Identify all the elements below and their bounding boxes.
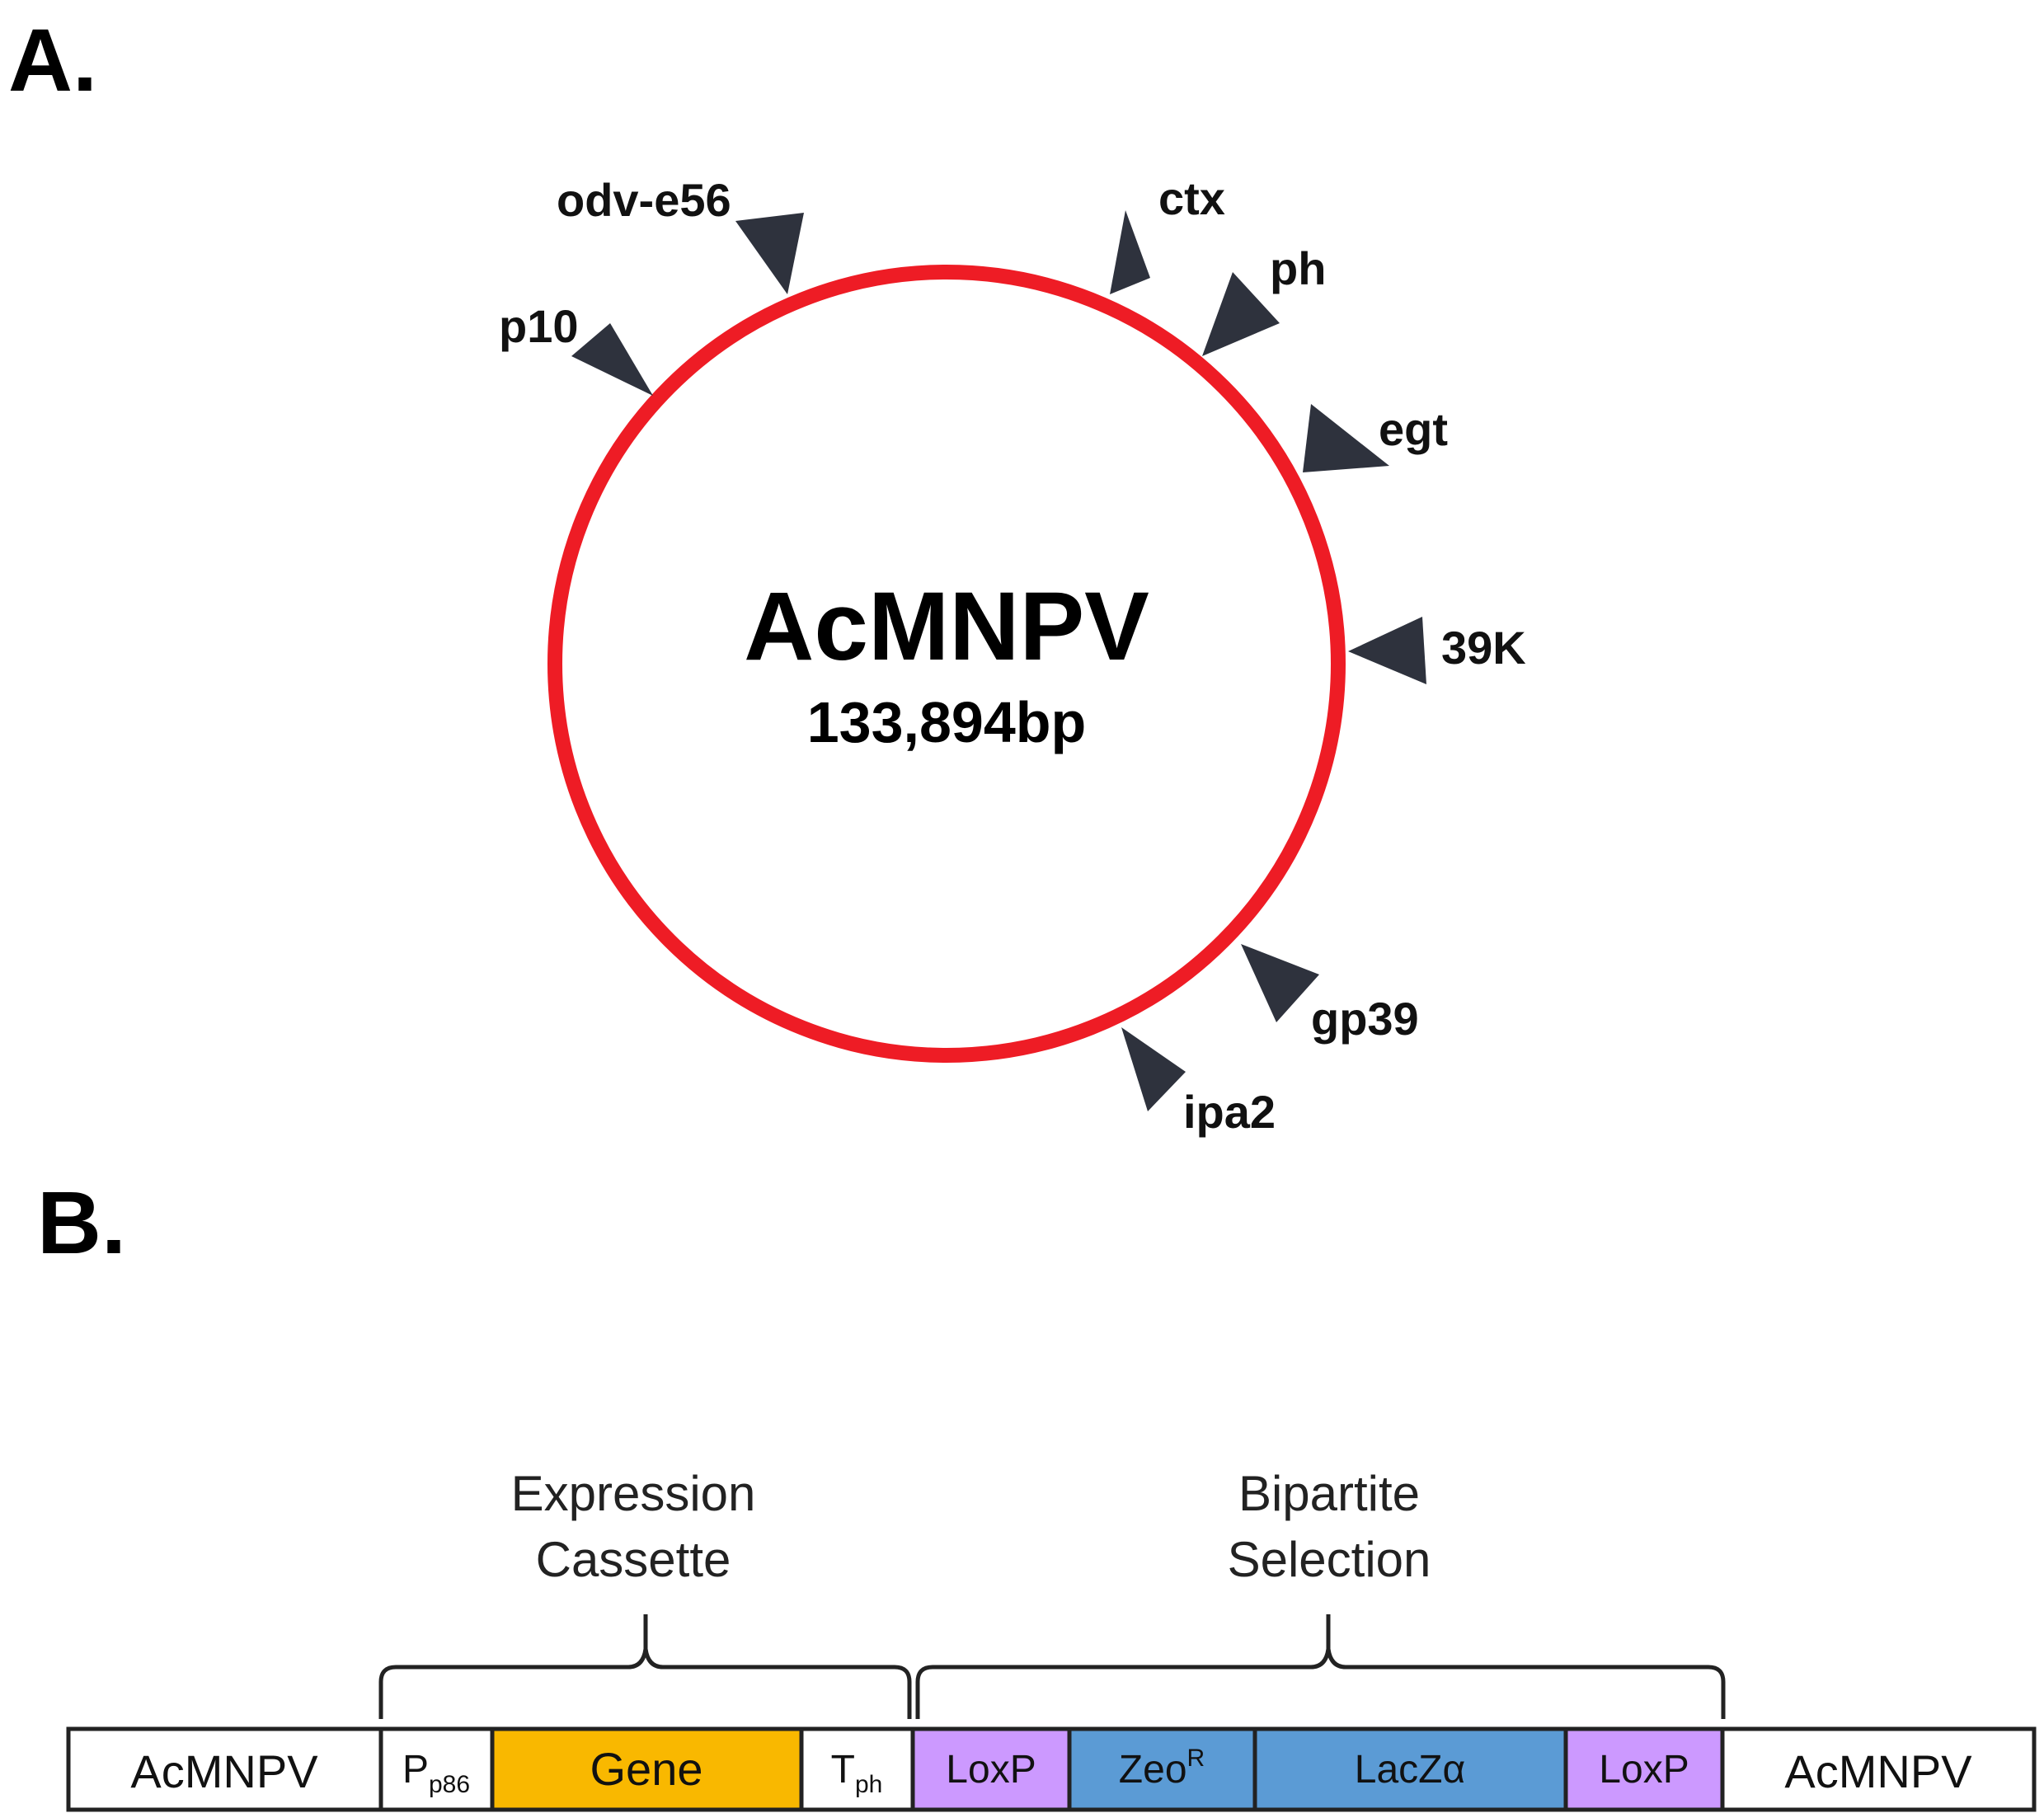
segment-lacz-alpha <box>1252 1726 1568 1812</box>
zeo-superscript: R <box>1187 1745 1205 1772</box>
panel-a-label: A. <box>8 10 97 110</box>
bipartite-selection-label-line2: Selection <box>1228 1532 1431 1587</box>
zeo-text: Zeo <box>1119 1748 1187 1792</box>
gene-label-ph: ph <box>1270 242 1326 294</box>
gene-label-ctx: ctx <box>1158 172 1225 224</box>
segment-label-loxp-left: LoxP <box>946 1748 1036 1792</box>
gene-marker-p10-icon <box>571 323 653 396</box>
segment-label-terminator: Tph <box>831 1748 883 1798</box>
panel-b-label: B. <box>37 1172 126 1272</box>
segment-label-lacz-alpha: LacZα <box>1355 1748 1465 1792</box>
construct-map <box>66 1726 2037 1812</box>
gene-label-ipa2: ipa2 <box>1183 1086 1276 1138</box>
gene-marker-gp39-icon <box>1241 944 1319 1022</box>
segment-gene <box>490 1726 804 1812</box>
bipartite-selection-label-line1: Bipartite <box>1238 1466 1420 1521</box>
segment-terminator-ph <box>799 1726 915 1812</box>
gene-marker-odv-e56-icon <box>735 213 804 294</box>
segment-zeor <box>1067 1726 1257 1812</box>
gene-marker-ipa2-icon <box>1121 1027 1186 1111</box>
bipartite-selection-brace <box>915 1614 1726 1719</box>
segment-label-acmnpv-right: AcMNPV <box>1784 1745 1972 1797</box>
genome-circle <box>547 265 1346 1063</box>
gene-markers <box>571 210 1426 1111</box>
segment-label-gene: Gene <box>590 1743 703 1795</box>
segment-promoter-p86 <box>378 1726 495 1812</box>
segment-acmnpv-right <box>1720 1726 2037 1812</box>
segment-label-acmnpv-left: AcMNPV <box>130 1745 318 1797</box>
promoter-subscript: p86 <box>429 1771 470 1798</box>
gene-marker-egt-icon <box>1303 404 1389 472</box>
gene-marker-ph-icon <box>1202 272 1280 356</box>
terminator-letter: T <box>831 1748 855 1792</box>
expression-cassette-label-line1: Expression <box>511 1466 756 1521</box>
expression-cassette-label-line2: Cassette <box>536 1532 731 1587</box>
gene-label-gp39: gp39 <box>1311 993 1419 1045</box>
terminator-subscript: ph <box>855 1771 882 1798</box>
gene-label-p10: p10 <box>499 300 579 352</box>
gene-label-egt: egt <box>1379 403 1448 455</box>
segment-loxp-left <box>910 1726 1072 1812</box>
gene-marker-39K-icon <box>1348 617 1426 684</box>
gene-label-odv-e56: odv-e56 <box>557 174 731 226</box>
gene-label-39K: 39K <box>1441 622 1526 674</box>
genome-size: 133,894bp <box>807 690 1087 754</box>
segment-label-zeor: ZeoR <box>1119 1745 1205 1792</box>
segment-label-promoter: Pp86 <box>402 1748 470 1798</box>
expression-cassette-brace <box>378 1614 912 1719</box>
gene-marker-ctx-icon <box>1110 210 1150 294</box>
segment-label-loxp-right: LoxP <box>1599 1748 1689 1792</box>
promoter-letter: P <box>402 1748 429 1792</box>
genome-name: AcMNPV <box>744 572 1149 681</box>
